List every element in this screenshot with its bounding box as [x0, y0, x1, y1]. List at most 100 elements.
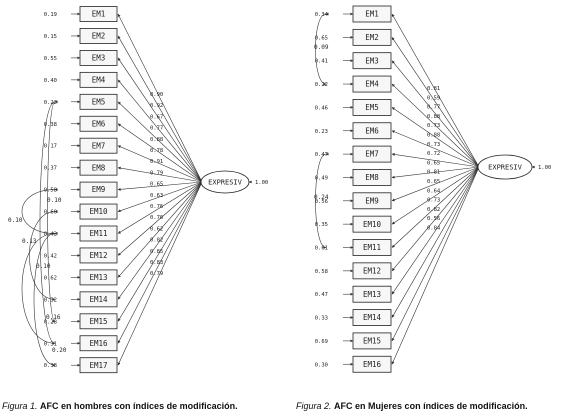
covariance-arc	[39, 100, 58, 345]
covariance-arc	[21, 231, 58, 345]
item-label: EM14	[89, 295, 108, 304]
factor-label: EXPRESIV	[208, 179, 243, 187]
loading-value: 0.77	[150, 126, 163, 132]
error-variance: 0.58	[315, 269, 328, 275]
item-label: EM11	[363, 243, 381, 252]
loading-path	[391, 107, 480, 168]
error-variance: 0.47	[315, 292, 328, 298]
loading-value: 0.62	[150, 226, 163, 232]
error-variance: 0.49	[315, 175, 328, 181]
item-label: EM9	[92, 185, 106, 194]
caption-figura-1: Figura 1. AFC en hombres con índices de …	[2, 401, 238, 411]
item-label: EM10	[89, 207, 108, 216]
loading-value: 0.83	[150, 260, 163, 266]
caption-text: AFC en hombres con índices de modificaci…	[40, 401, 238, 411]
error-variance: 0.46	[315, 105, 328, 111]
item-label: EM8	[92, 163, 106, 172]
loading-path	[391, 166, 480, 365]
error-variance: 0.22	[44, 100, 57, 106]
loading-path	[117, 181, 203, 234]
loading-path	[117, 181, 203, 344]
error-variance: 0.47	[315, 152, 328, 158]
error-variance: 0.40	[44, 78, 57, 84]
loading-value: 0.67	[150, 114, 163, 120]
error-variance: 0.23	[315, 129, 328, 135]
loading-value: 0.78	[150, 148, 163, 154]
error-variance: 0.42	[44, 253, 57, 259]
error-variance: 0.34	[315, 12, 329, 18]
item-label: EM7	[92, 141, 106, 150]
loading-path	[117, 181, 203, 278]
loading-path	[117, 145, 203, 183]
loading-path	[117, 166, 203, 183]
error-variance: 0.65	[315, 35, 328, 41]
error-variance: 0.38	[44, 122, 57, 128]
error-variance: 0.62	[44, 275, 57, 281]
loading-value: 0.81	[427, 86, 440, 92]
loading-value: 0.65	[427, 179, 440, 185]
loading-path	[117, 101, 203, 183]
loading-value: 0.88	[150, 137, 163, 143]
loading-value: 0.76	[150, 215, 163, 221]
loading-path	[391, 166, 480, 342]
item-label: EM1	[92, 10, 106, 19]
item-label: EM3	[365, 56, 379, 65]
diagram-figura-2: EM10.34EM20.65EM30.41EM40.22EM50.46EM60.…	[314, 5, 551, 373]
error-variance: 0.37	[44, 166, 57, 172]
covariance-value: 0.24	[314, 194, 329, 201]
loading-path	[117, 181, 203, 191]
factor-variance: 1.00	[255, 180, 268, 186]
item-label: EM7	[365, 150, 379, 159]
loading-path	[117, 123, 203, 183]
covariance-value: 0.16	[46, 314, 61, 321]
error-variance: 0.35	[315, 222, 328, 228]
error-variance: 0.38	[44, 363, 57, 369]
loading-value: 0.73	[427, 198, 440, 204]
loading-value: 0.81	[427, 170, 440, 176]
error-variance: 0.15	[44, 34, 57, 40]
loading-value: 0.56	[427, 216, 440, 222]
error-variance: 0.17	[44, 144, 57, 150]
item-label: EM17	[89, 361, 107, 370]
loading-path	[391, 166, 480, 272]
item-label: EM4	[92, 75, 106, 84]
loading-value: 0.79	[150, 271, 163, 277]
loading-value: 0.77	[427, 105, 440, 111]
loading-value: 0.85	[150, 249, 163, 255]
item-label: EM2	[365, 33, 379, 42]
error-variance: 0.28	[44, 319, 57, 325]
item-label: EM16	[363, 360, 382, 369]
loading-value: 0.79	[150, 170, 163, 176]
error-variance: 0.42	[44, 232, 57, 238]
loading-path	[391, 13, 480, 168]
loading-value: 0.90	[150, 92, 163, 98]
item-label: EM3	[92, 54, 106, 63]
item-label: EM12	[363, 266, 381, 275]
covariance-arc	[47, 100, 58, 323]
item-label: EM6	[92, 119, 106, 128]
factor-variance: 1.00	[538, 165, 551, 171]
item-label: EM13	[363, 290, 381, 299]
covariance-arc	[315, 12, 329, 86]
error-variance: 0.22	[315, 82, 328, 88]
item-label: EM9	[365, 196, 379, 205]
caption-figura-2: Figura 2. AFC en Mujeres con índices de …	[296, 401, 528, 411]
loading-value: 0.88	[427, 114, 440, 120]
item-label: EM2	[92, 32, 106, 41]
loading-value: 0.64	[427, 188, 441, 194]
loading-value: 0.65	[427, 160, 440, 166]
loading-path	[391, 60, 480, 168]
loading-path	[117, 181, 203, 322]
loading-path	[117, 35, 203, 183]
loading-path	[391, 166, 480, 202]
item-label: EM5	[92, 97, 106, 106]
error-variance: 0.41	[315, 59, 328, 65]
loading-value: 0.72	[427, 151, 440, 157]
item-label: EM11	[89, 229, 107, 238]
covariance-value: 0.10	[36, 263, 51, 270]
error-variance: 0.31	[44, 341, 57, 347]
diagram-figura-1: EM10.19EM20.15EM30.55EM40.40EM50.22EM60.…	[8, 6, 268, 374]
loading-value: 0.63	[150, 193, 163, 199]
loading-path	[117, 181, 203, 300]
error-variance: 0.69	[315, 339, 328, 345]
